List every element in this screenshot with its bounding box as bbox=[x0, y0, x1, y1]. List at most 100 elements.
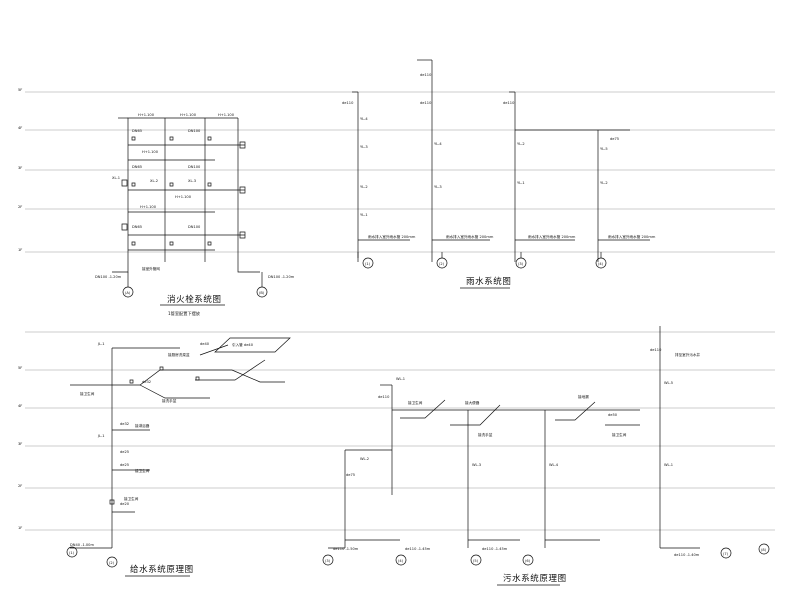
floor-label-5: 5F bbox=[18, 88, 22, 92]
drain-outlet-3: de110 -1.45m bbox=[482, 547, 508, 551]
fire-size-2: DN100 bbox=[188, 129, 201, 133]
supply-fixture-3: 接洗手盆 bbox=[162, 398, 177, 403]
rain-pipe-9: YL-5 bbox=[600, 147, 608, 151]
drain-axis-5: (7) bbox=[723, 552, 729, 556]
supply-fixture-1: 接厨房洗菜盆 bbox=[168, 352, 190, 357]
drain-fixture-5: 接卫生间 bbox=[612, 432, 627, 437]
drain-fixture-4: 接洗手盆 bbox=[478, 432, 493, 437]
fire-size-6: DN100 bbox=[188, 225, 201, 229]
drain-size-4: de50 bbox=[608, 413, 618, 417]
fire-hydrant-diagram bbox=[112, 118, 267, 297]
supply-size-2: de32 bbox=[142, 380, 151, 384]
drain-pipe-4: WL-4 bbox=[549, 463, 559, 467]
drain-fixture-3: 接地漏 bbox=[578, 394, 589, 399]
fire-axis-b: (B) bbox=[259, 291, 265, 295]
supply-size-6: de20 bbox=[120, 502, 130, 506]
floor-lines-top bbox=[25, 92, 775, 252]
rainwater-diagram bbox=[352, 60, 650, 268]
drain-axis-1: (3) bbox=[325, 559, 331, 563]
floor-label-b1: 1F bbox=[18, 526, 22, 530]
floor-label-b4: 4F bbox=[18, 404, 22, 408]
rain-size-1: de110 bbox=[420, 73, 432, 77]
rain-pipe-8: YL-1 bbox=[517, 181, 525, 185]
rain-pipe-1: YL-4 bbox=[360, 117, 368, 121]
fire-subtitle: 1管室配置下摆放 bbox=[168, 310, 201, 317]
drain-size-2: de110 bbox=[378, 395, 390, 399]
rain-pipe-3: YL-2 bbox=[360, 185, 368, 189]
drain-outlet-1: de110 -1.50m bbox=[333, 547, 359, 551]
rain-note-2: 雨水排入室外雨水管 200mm bbox=[446, 234, 494, 239]
drain-axis-2: (4) bbox=[398, 559, 404, 563]
floor-label-b5: 5F bbox=[18, 366, 22, 370]
supply-pipe-2: JL-1 bbox=[97, 434, 105, 438]
fire-title: 消火栓系统图 bbox=[167, 294, 222, 305]
fire-size-4: DN100 bbox=[188, 165, 201, 169]
rainwater-labels: YL-4 YL-3 YL-2 YL-1 YL-4 YL-3 YL-2 YL-1 … bbox=[342, 73, 656, 288]
rain-size-3: de110 bbox=[420, 101, 432, 105]
supply-title: 给水系统原理图 bbox=[130, 564, 194, 575]
fire-note: 接室外管网 bbox=[142, 266, 160, 271]
fire-elev-1: H+1.100 bbox=[138, 113, 155, 117]
rain-axis-1: (1) bbox=[365, 262, 371, 266]
sewage-diagram bbox=[323, 326, 769, 565]
drain-pipe-5: WL-5 bbox=[664, 381, 673, 385]
rain-note-1: 雨水排入室外雨水管 200mm bbox=[368, 234, 416, 239]
drain-title: 污水系统原理图 bbox=[503, 573, 567, 584]
supply-size-5: de25 bbox=[120, 463, 129, 467]
supply-fixture-5: 接卫生间 bbox=[135, 468, 150, 473]
rain-pipe-10: YL-2 bbox=[600, 181, 608, 185]
drain-axis-3: (5) bbox=[473, 559, 479, 563]
drain-size-1: de110 bbox=[650, 348, 662, 352]
fire-pipe-label-2: XL-2 bbox=[150, 179, 158, 183]
water-supply-labels: JL-1 JL-1 de40 de32 de32 de25 de25 de20 … bbox=[69, 342, 254, 576]
fire-hydrant-labels: XL-1 XL-2 XL-3 H+1.100 H+1.100 H+1.100 H… bbox=[95, 113, 295, 317]
fire-elev-2: H+1.100 bbox=[180, 113, 197, 117]
floor-lines-bottom bbox=[25, 332, 775, 530]
drain-size-3: de75 bbox=[346, 473, 355, 477]
rain-size-5: de75 bbox=[610, 137, 619, 141]
fire-inlet-2: DN100 -1.20m bbox=[268, 275, 295, 279]
supply-inlet: DN40 -1.00m bbox=[70, 543, 94, 547]
fire-size-5: DN65 bbox=[132, 225, 142, 229]
supply-size-1: de40 bbox=[200, 342, 210, 346]
drain-axis-6: (8) bbox=[761, 548, 767, 552]
water-supply-diagram bbox=[67, 337, 291, 567]
floor-labels-bottom: 5F 4F 3F 2F 1F bbox=[18, 366, 22, 530]
drain-pipe-1: WL-1 bbox=[396, 377, 405, 381]
fire-elev-3: H+1.100 bbox=[218, 113, 235, 117]
floor-label-2: 2F bbox=[18, 205, 22, 209]
drain-pipe-6: WL-1 bbox=[664, 463, 673, 467]
drain-note: 排至室外污水井 bbox=[675, 352, 701, 357]
fire-inlet-1: DN100 -1.20m bbox=[95, 275, 122, 279]
fire-pipe-label-1: XL-1 bbox=[112, 176, 120, 180]
rain-note-4: 雨水排入室外雨水管 200mm bbox=[608, 234, 656, 239]
rain-axis-2: (2) bbox=[439, 262, 445, 266]
fire-elev-5: H+1.100 bbox=[175, 195, 192, 199]
drain-outlet-2: de110 -1.45m bbox=[405, 547, 431, 551]
supply-pipe-1: JL-1 bbox=[97, 342, 105, 346]
supply-fixture-6: 接卫生间 bbox=[124, 496, 139, 501]
drain-fixture-1: 接卫生间 bbox=[408, 400, 423, 405]
floor-label-b3: 3F bbox=[18, 442, 22, 446]
supply-fixture-2: 接卫生间 bbox=[80, 391, 95, 396]
fire-size-1: DN65 bbox=[132, 129, 142, 133]
drain-axis-4: (6) bbox=[525, 559, 531, 563]
fire-size-3: DN65 bbox=[132, 165, 142, 169]
drain-pipe-3: WL-3 bbox=[472, 463, 481, 467]
rain-note-3: 雨水排入室外雨水管 200mm bbox=[528, 234, 576, 239]
drain-outlet-4: de110 -1.40m bbox=[674, 553, 700, 557]
rain-axis-3: (3) bbox=[518, 262, 524, 266]
fire-axis-a: (A) bbox=[125, 291, 131, 295]
rain-size-2: de110 bbox=[342, 101, 354, 105]
fire-pipe-label-3: XL-3 bbox=[188, 179, 196, 183]
sewage-labels: WL-1 WL-2 WL-3 WL-4 WL-5 WL-1 de110 de11… bbox=[325, 348, 767, 585]
floor-label-4: 4F bbox=[18, 126, 22, 130]
supply-size-4: de25 bbox=[120, 450, 129, 454]
rain-pipe-6: YL-3 bbox=[434, 185, 442, 189]
supply-axis-2: (2) bbox=[109, 561, 115, 565]
drain-fixture-2: 接大便器 bbox=[465, 400, 480, 405]
fire-elev-6: H+1.100 bbox=[140, 205, 157, 209]
floor-label-1: 1F bbox=[18, 248, 22, 252]
rain-axis-4: (4) bbox=[598, 262, 604, 266]
